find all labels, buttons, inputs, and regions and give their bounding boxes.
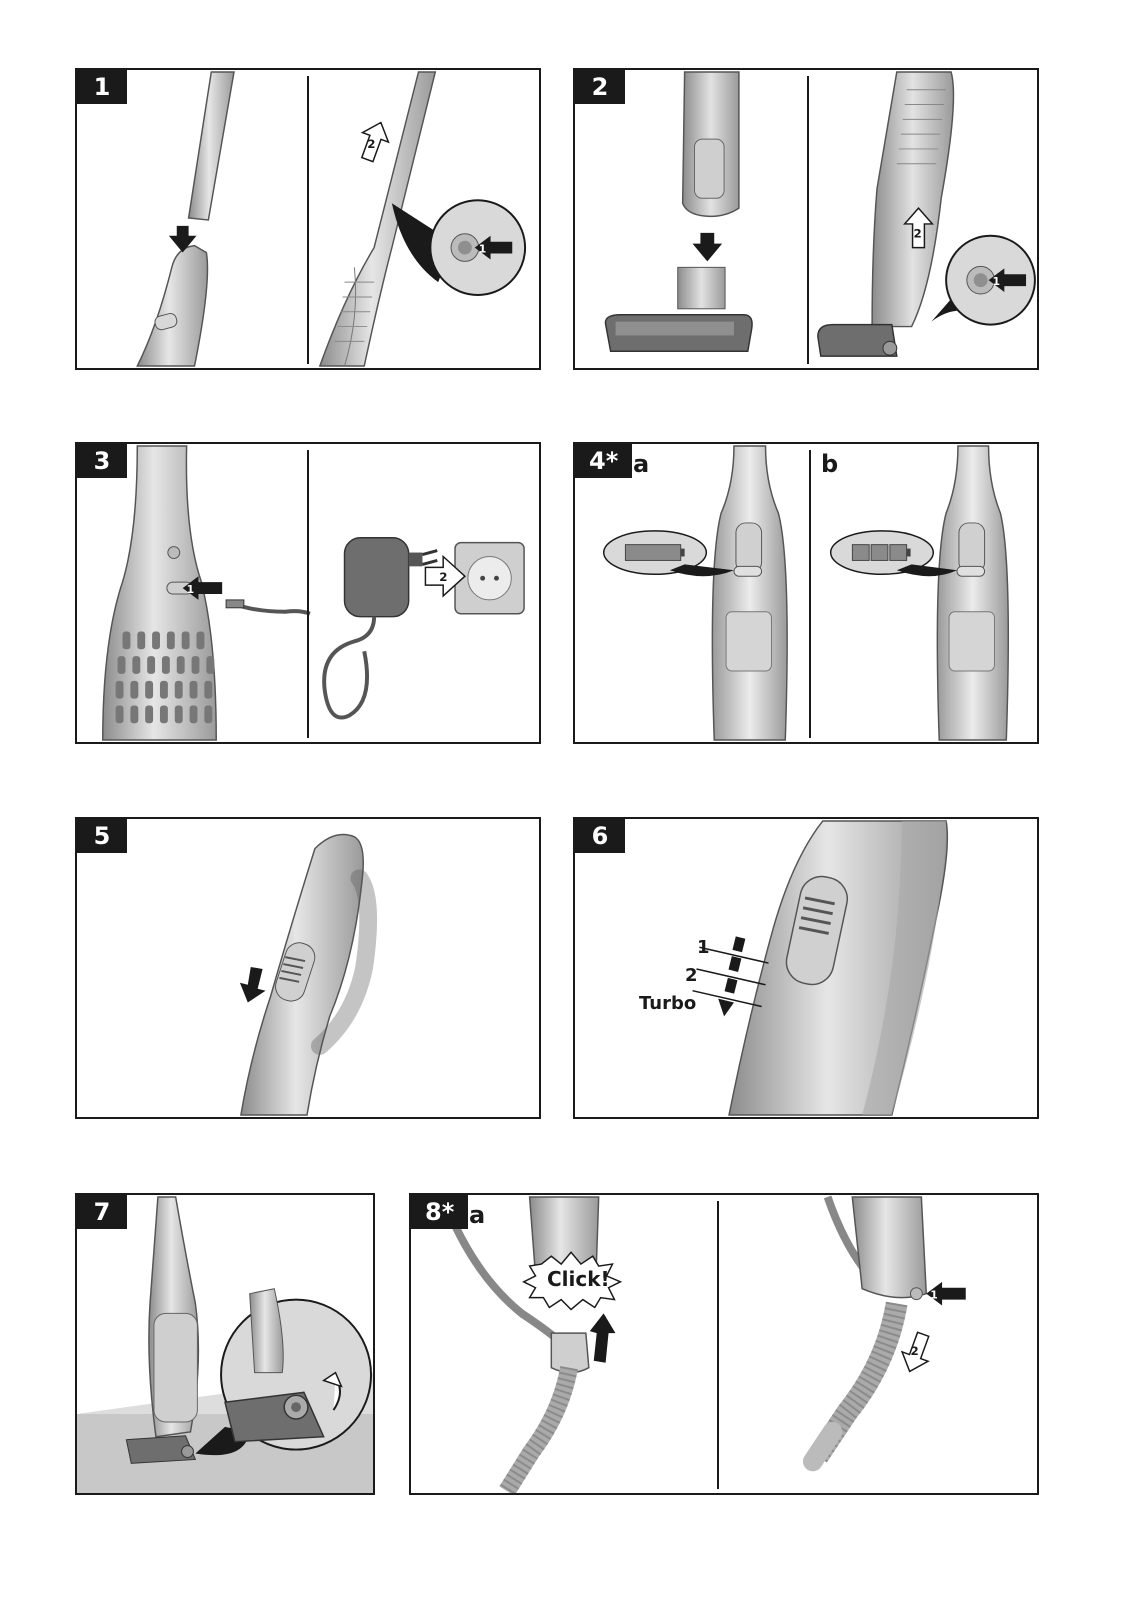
arrow-down-icon: [693, 233, 723, 262]
click-label: Click!: [547, 1267, 610, 1291]
panel-divider: [307, 450, 309, 738]
sub-label-b: b: [821, 450, 838, 478]
figure-panel-8: 8* a 1 2 Click!: [409, 1193, 1039, 1495]
svg-text:1: 1: [992, 275, 1000, 288]
speed-label-1: 1: [697, 937, 710, 958]
svg-text:2: 2: [439, 570, 447, 584]
panel-number: 5: [77, 819, 127, 853]
figure-panel-2: 2 2 1: [573, 68, 1039, 370]
panel-number: 7: [77, 1195, 127, 1229]
panel-number: 8*: [411, 1195, 468, 1229]
panel-number: 6: [575, 819, 625, 853]
panel-divider: [307, 76, 309, 364]
svg-text:2: 2: [914, 227, 922, 241]
panel-number: 3: [77, 444, 127, 478]
svg-text:1: 1: [187, 583, 195, 596]
sub-label-a: a: [633, 450, 649, 478]
illustration-switch-on: [77, 819, 539, 1117]
panel-number: 1: [77, 70, 127, 104]
figure-panel-5: 5: [75, 817, 541, 1119]
panel-number: 2: [575, 70, 625, 104]
illustration-upright-parking: [77, 1195, 373, 1493]
svg-text:1: 1: [930, 1289, 938, 1302]
figure-panel-1: 1 2 1: [75, 68, 541, 370]
svg-text:2: 2: [910, 1344, 918, 1358]
figure-panel-4: 4* a b: [573, 442, 1039, 744]
speed-label-2: 2: [685, 965, 698, 986]
svg-text:2: 2: [367, 137, 375, 151]
panel-divider: [807, 76, 809, 364]
speed-label-turbo: Turbo: [639, 993, 696, 1014]
illustration-attach-floor-nozzle: 2 1: [575, 70, 1037, 368]
figure-panel-7: 7: [75, 1193, 375, 1495]
illustration-power-levels: [575, 819, 1037, 1117]
sub-label-a: a: [469, 1201, 485, 1229]
panel-divider: [717, 1201, 719, 1489]
arrow-up-icon: [590, 1313, 616, 1362]
figure-panel-3: 3 1: [75, 442, 541, 744]
panel-divider: [809, 450, 811, 738]
arrow-down-icon: [718, 999, 734, 1017]
panel-number: 4*: [575, 444, 632, 478]
figure-panel-6: 6 1 2 Turbo: [573, 817, 1039, 1119]
svg-text:1: 1: [479, 243, 487, 256]
illustration-hose-attachment: 1 2: [411, 1195, 1037, 1493]
illustration-battery-indicator: [575, 444, 1037, 742]
arrow-down-icon: [240, 967, 266, 1003]
